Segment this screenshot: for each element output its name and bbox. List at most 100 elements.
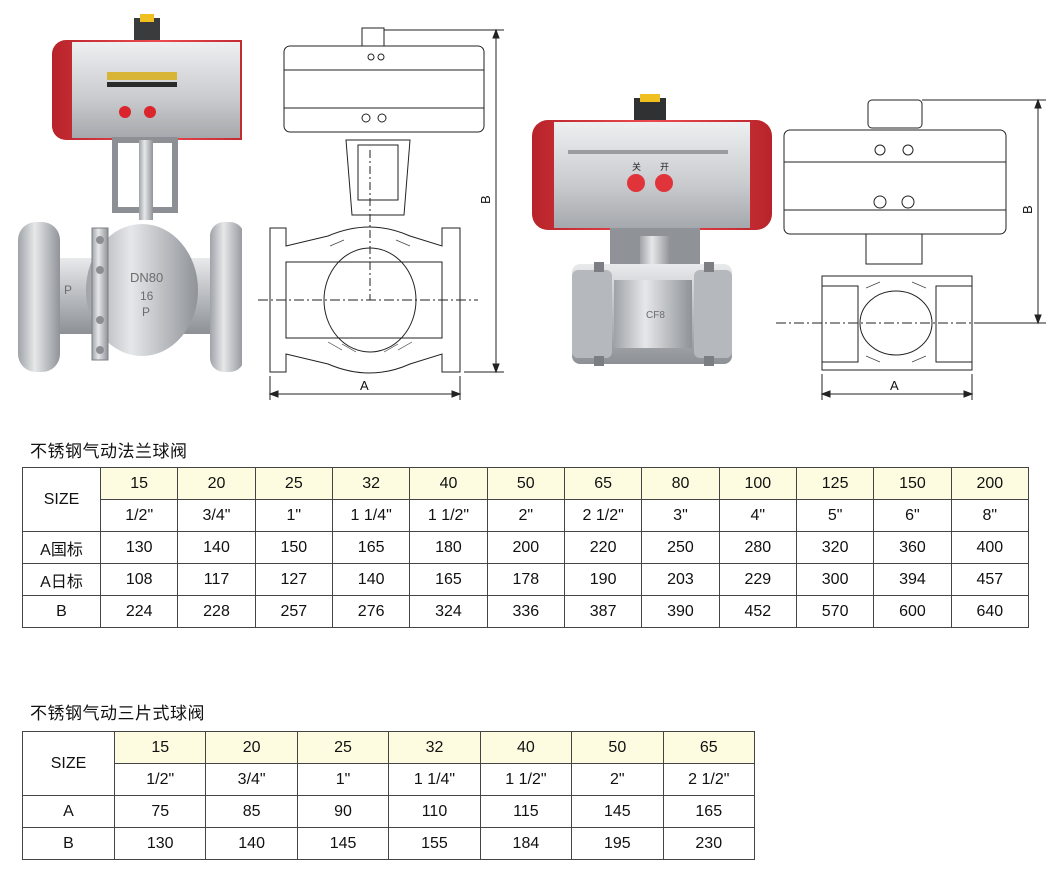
cast-label: CF8 [646,310,665,321]
three-piece-table-title: 不锈钢气动三片式球阀 [30,704,205,724]
actuator-body [72,42,240,138]
value-cell: 600 [873,595,952,628]
value-cell: 178 [486,563,565,596]
dn-cell: 50 [571,731,664,764]
value-cell: 115 [479,795,573,828]
three-piece-valve-photo-svg: 关 开 CF8 [532,94,772,366]
value-cell: 85 [205,795,298,828]
inch-cell: 2" [486,499,565,532]
value-cell: 140 [205,827,298,860]
flange-valve-drawing-svg: A B [258,27,504,400]
cast-label-p-left: P [64,283,72,297]
inch-cell: 2" [571,763,664,796]
value-cell: 360 [873,531,952,564]
actuator-body [554,122,750,228]
value-cell: 203 [641,563,720,596]
value-cell: 75 [113,795,207,828]
flange-table-title: 不锈钢气动法兰球阀 [30,442,188,462]
value-cell: 140 [331,563,411,596]
inch-cell: 1/2" [113,763,207,796]
inch-row: 1/2"3/4"1"1 1/4"1 1/2"2"2 1/2"3"4"5"6"8" [23,499,1030,532]
value-cell: 400 [950,531,1030,564]
value-cell: 220 [563,531,643,564]
dn-cell: 65 [662,731,756,764]
dn-cell: 15 [113,731,207,764]
inch-cell: 3/4" [177,499,256,532]
inch-cell: 2 1/2" [563,499,643,532]
row-label: B [22,595,101,628]
value-cell: 394 [873,563,952,596]
three-piece-valve-drawing-svg: A B [776,98,1046,400]
value-cell: 257 [254,595,333,628]
dn-cell: 32 [388,731,481,764]
three-piece-valve-drawing: A B [776,0,1056,410]
dn-cell: 50 [486,467,565,500]
dn-cell: 65 [563,467,643,500]
row-label: A日标 [22,563,101,596]
value-cell: 184 [479,827,573,860]
flange-valve-photo-svg: DN80 16 P P [18,14,242,372]
value-cell: 155 [388,827,481,860]
cast-label-p: P [142,305,150,319]
value-cell: 127 [254,563,333,596]
value-cell: 140 [177,531,256,564]
value-cell: 387 [563,595,643,628]
dn-cell: 25 [254,467,333,500]
flange-valve-photo: DN80 16 P P [12,0,242,410]
value-cell: 228 [177,595,256,628]
inch-cell: 3" [641,499,720,532]
value-cell: 165 [409,563,488,596]
right-flange [210,222,242,372]
value-cell: 90 [296,795,390,828]
inch-cell: 6" [873,499,952,532]
value-cell: 195 [571,827,664,860]
value-cell: 570 [795,595,875,628]
value-cell: 336 [486,595,565,628]
value-cell: 130 [99,531,179,564]
value-cell: 324 [409,595,488,628]
left-flange [18,222,60,372]
value-cell: 145 [571,795,664,828]
value-cell: 640 [950,595,1030,628]
dn-cell: 80 [641,467,720,500]
value-cell: 145 [296,827,390,860]
inch-cell: 1 1/2" [479,763,573,796]
inch-cell: 1 1/4" [331,499,411,532]
cast-label-pn: 16 [140,289,154,303]
value-cell: 250 [641,531,720,564]
flange-valve-drawing: A B [258,0,508,410]
dn-cell: 40 [479,731,573,764]
inch-cell: 1 1/4" [388,763,481,796]
dn-cell: 150 [873,467,952,500]
dim-b-label: B [1020,205,1035,214]
dn-cell: 32 [331,467,411,500]
value-cell: 190 [563,563,643,596]
value-cell: 229 [718,563,797,596]
row-label: B [22,827,115,860]
dn-cell: 200 [950,467,1030,500]
inch-cell: 4" [718,499,797,532]
dn-cell: 20 [205,731,298,764]
inch-cell: 5" [795,499,875,532]
value-cell: 280 [718,531,797,564]
value-cell: 224 [99,595,179,628]
dn-cell: 125 [795,467,875,500]
inch-cell: 1" [296,763,390,796]
inch-cell: 8" [950,499,1030,532]
dim-a-label: A [890,378,899,393]
value-cell: 200 [486,531,565,564]
three-piece-valve-photo: 关 开 CF8 [528,0,778,410]
value-cell: 110 [388,795,481,828]
dim-b-label: B [478,195,493,204]
value-cell: 150 [254,531,333,564]
value-cell: 165 [662,795,756,828]
value-cell: 108 [99,563,179,596]
dn-cell: 25 [296,731,390,764]
inch-cell: 3/4" [205,763,298,796]
button-label-open: 开 [660,162,669,173]
